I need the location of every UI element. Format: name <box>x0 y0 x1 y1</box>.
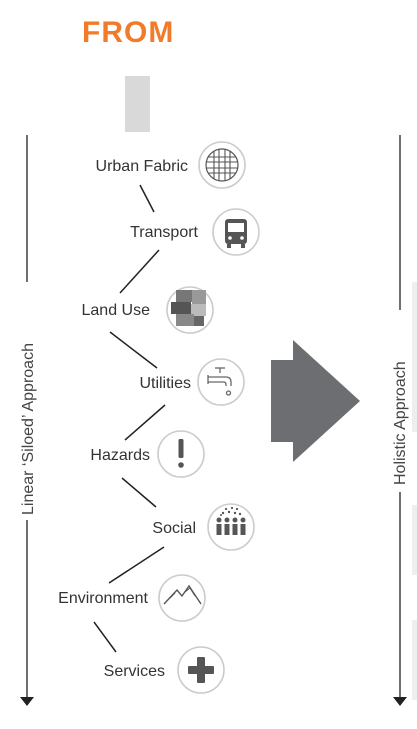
connector-line <box>119 249 160 294</box>
transition-arrow-icon <box>271 340 360 462</box>
item-label-hazards: Hazards <box>90 447 150 464</box>
right-edge-panel-1 <box>412 282 417 432</box>
right-axis: Holistic Approach <box>392 135 409 706</box>
right-axis-label: Holistic Approach <box>392 361 409 485</box>
faucet-icon <box>197 358 245 406</box>
item-labels: Urban Fabric Transport Land Use Utilitie… <box>58 158 198 680</box>
item-label-urban-fabric: Urban Fabric <box>96 158 188 175</box>
bus-icon <box>212 208 260 256</box>
left-axis-label: Linear ‘Siloed’ Approach <box>20 343 37 515</box>
right-edge-panel-3 <box>412 620 417 700</box>
connector-line <box>109 331 158 369</box>
connector-lines <box>93 184 166 653</box>
connector-line <box>93 621 117 653</box>
right-axis-arrowhead-icon <box>393 697 407 706</box>
page-title: FROM <box>82 16 175 49</box>
connector-line <box>121 477 157 508</box>
people-icon <box>207 503 255 551</box>
connector-line <box>108 546 165 584</box>
plus-icon <box>177 646 225 694</box>
blocks-icon <box>166 286 214 334</box>
item-label-social: Social <box>152 520 196 537</box>
mountains-icon <box>158 574 206 622</box>
from-indicator-bar <box>125 76 150 132</box>
grid-icon <box>198 141 246 189</box>
connector-line <box>124 404 166 441</box>
left-axis: Linear ‘Siloed’ Approach <box>20 135 37 706</box>
connector-line <box>139 184 155 213</box>
item-label-land-use: Land Use <box>82 302 151 319</box>
right-edge-panel-2 <box>412 505 417 575</box>
item-label-environment: Environment <box>58 590 148 607</box>
item-label-services: Services <box>104 663 165 680</box>
exclamation-icon <box>157 430 205 478</box>
item-label-utilities: Utilities <box>139 375 191 392</box>
item-label-transport: Transport <box>130 224 198 241</box>
left-axis-arrowhead-icon <box>20 697 34 706</box>
